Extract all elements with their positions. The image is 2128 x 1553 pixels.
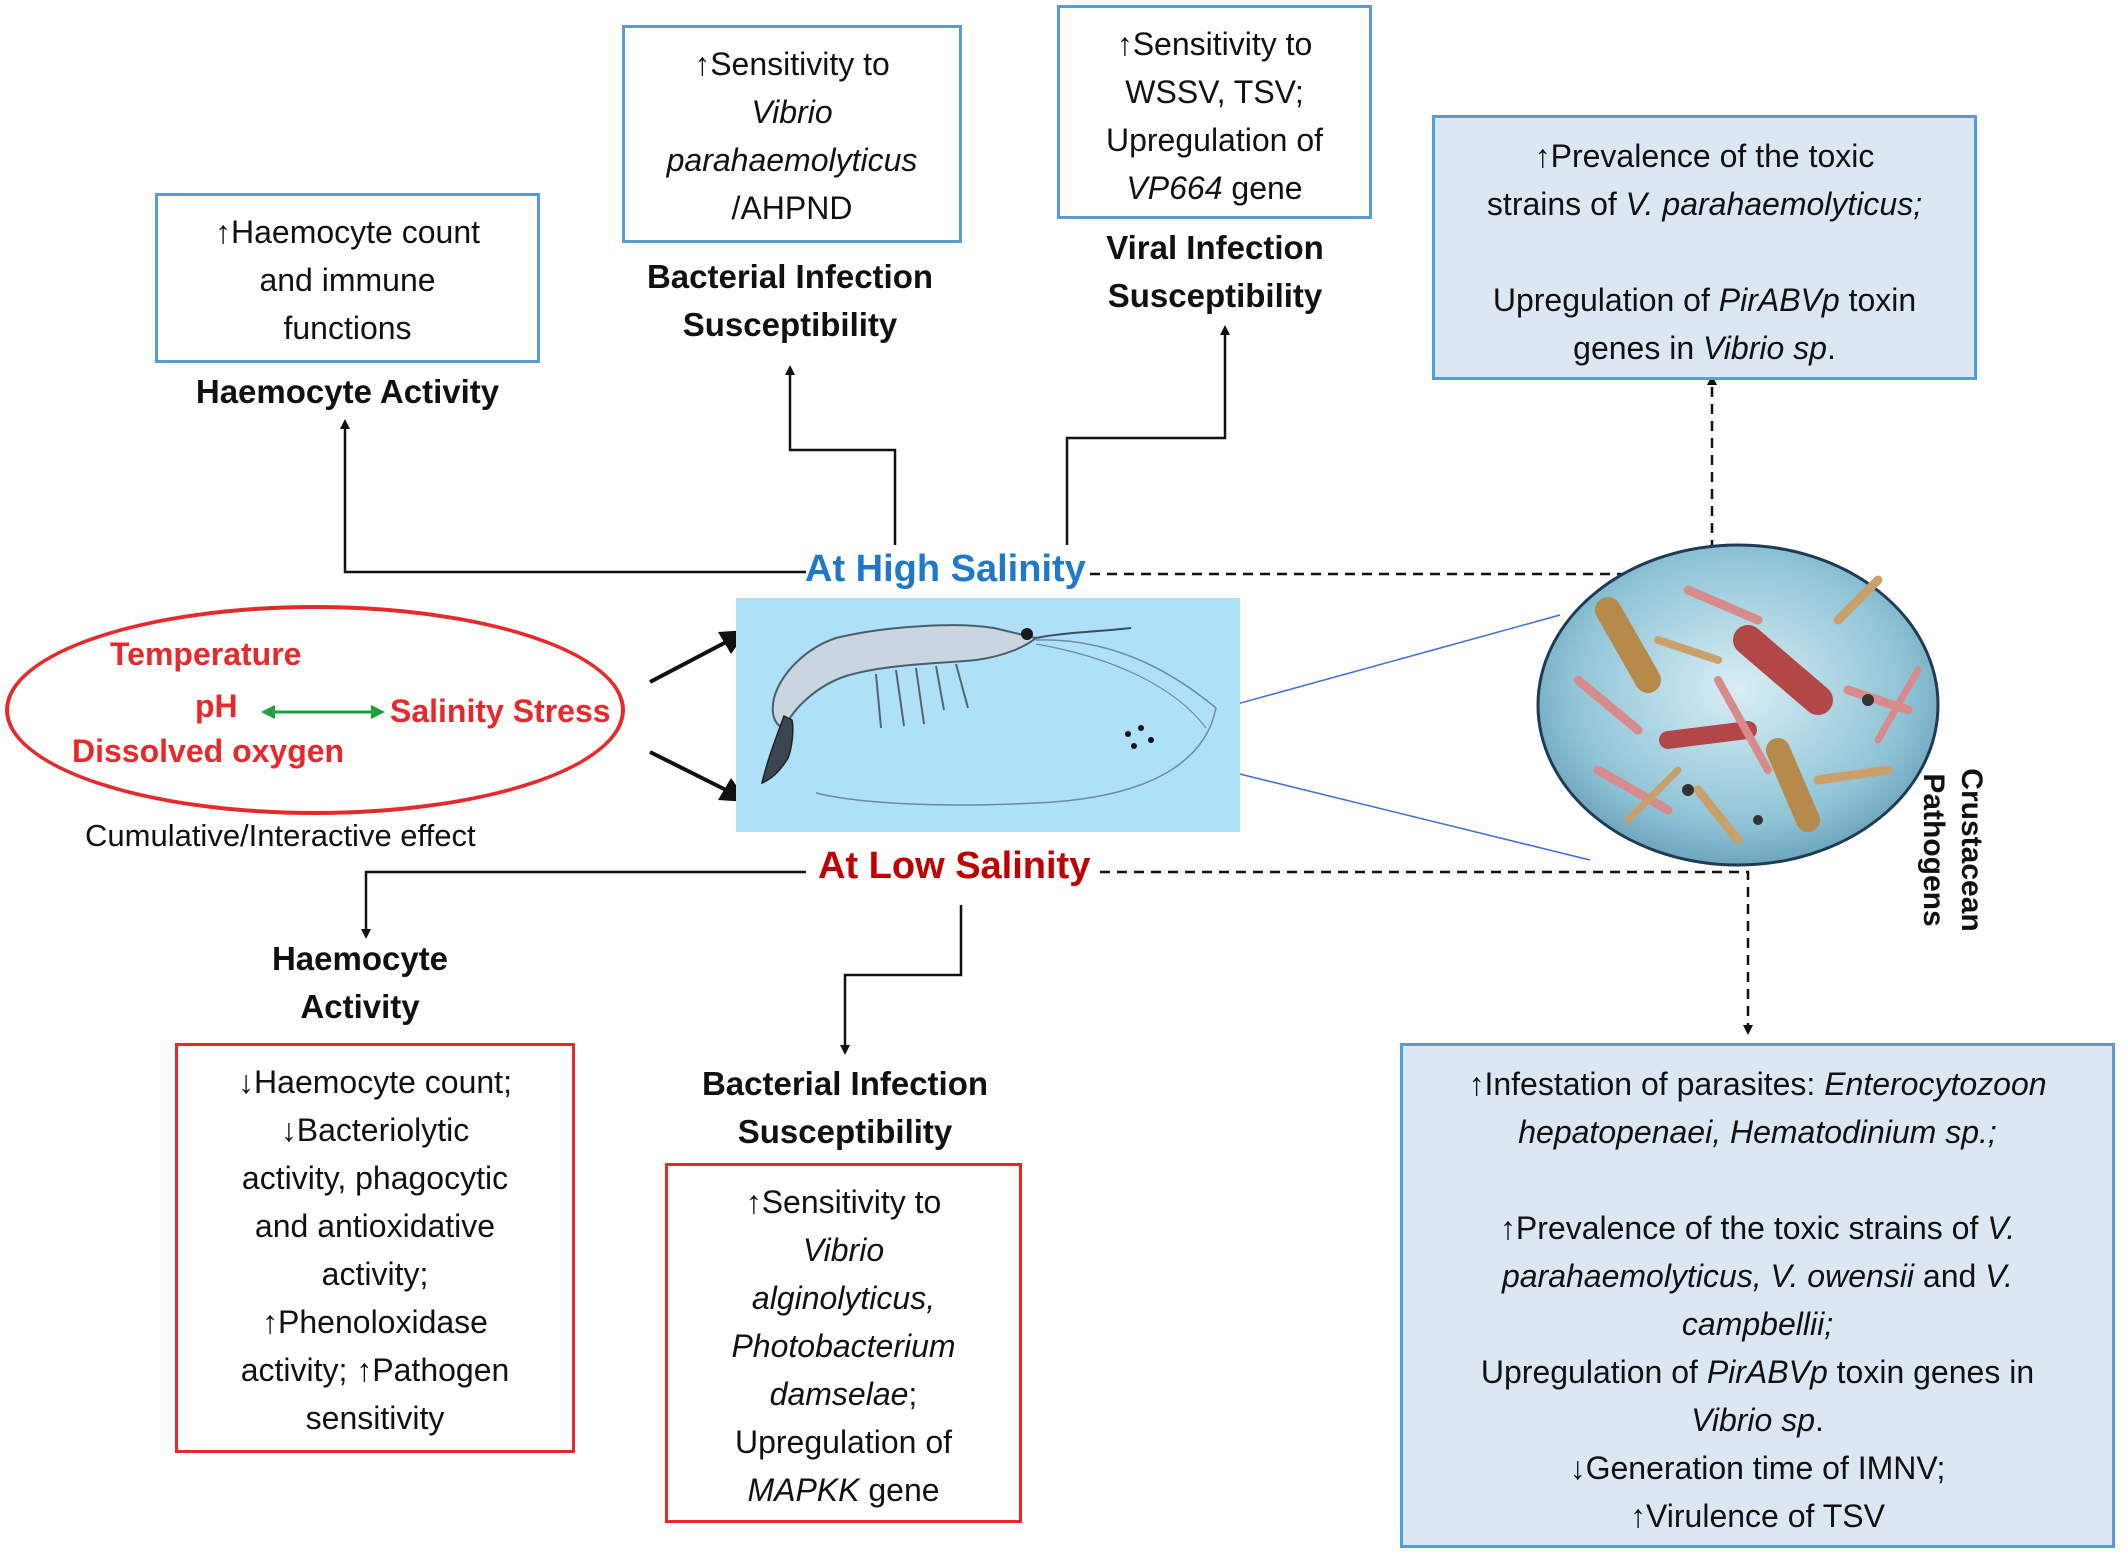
arrow-stress-up bbox=[649, 638, 731, 684]
ph-label: pH bbox=[195, 688, 238, 724]
low-bacterial-box: ↑Sensitivity to Vibrio alginolyticus, Ph… bbox=[665, 1163, 1022, 1523]
arrow-low-bacterial bbox=[840, 905, 963, 1055]
low-salinity-label: At Low Salinity bbox=[818, 845, 1091, 887]
crustacean-pathogens-label: Crustacean Pathogens bbox=[1917, 768, 1988, 932]
high-salinity-label: At High Salinity bbox=[805, 548, 1086, 590]
arrow-low-haemocyte bbox=[361, 870, 806, 939]
arrow-stress-down bbox=[649, 750, 731, 794]
shrimp-illustration bbox=[760, 624, 1217, 806]
temperature-label: Temperature bbox=[110, 636, 302, 672]
high-pathogen-box: ↑Prevalence of the toxic strains of V. p… bbox=[1432, 115, 1977, 380]
low-haemocyte-box: ↓Haemocyte count; ↓Bacteriolytic activit… bbox=[175, 1043, 575, 1453]
arrow-high-viral bbox=[1065, 325, 1230, 545]
low-bacterial-label: Bacterial Infection Susceptibility bbox=[701, 1065, 989, 1150]
dissolved-oxygen-label: Dissolved oxygen bbox=[72, 733, 345, 769]
high-viral-box: ↑Sensitivity to WSSV, TSV; Upregulation … bbox=[1057, 5, 1372, 219]
high-bacterial-box: ↑Sensitivity to Vibrio parahaemolyticus … bbox=[622, 25, 962, 243]
dashed-low-pathogen bbox=[1100, 870, 1753, 1035]
high-viral-label: Viral Infection Susceptibility bbox=[1106, 229, 1324, 314]
salinity-stress-label: Salinity Stress bbox=[390, 693, 611, 729]
low-pathogen-box: ↑Infestation of parasites: Enterocytozoo… bbox=[1400, 1043, 2115, 1548]
high-bacterial-label: Bacterial Infection Susceptibility bbox=[646, 258, 934, 343]
shrimp-image bbox=[736, 598, 1240, 832]
arrow-high-haemocyte bbox=[340, 419, 806, 574]
high-haemocyte-label: Haemocyte Activity bbox=[195, 373, 500, 410]
high-haemocyte-box: ↑Haemocyte count and immune functions bbox=[155, 193, 540, 363]
cumulative-effect-caption: Cumulative/Interactive effect bbox=[85, 818, 476, 853]
pathogen-illustration bbox=[1536, 543, 1940, 867]
stress-factors-ellipse bbox=[5, 605, 625, 815]
low-haemocyte-label: Haemocyte Activity bbox=[271, 940, 449, 1025]
arrow-high-bacterial bbox=[785, 365, 897, 545]
